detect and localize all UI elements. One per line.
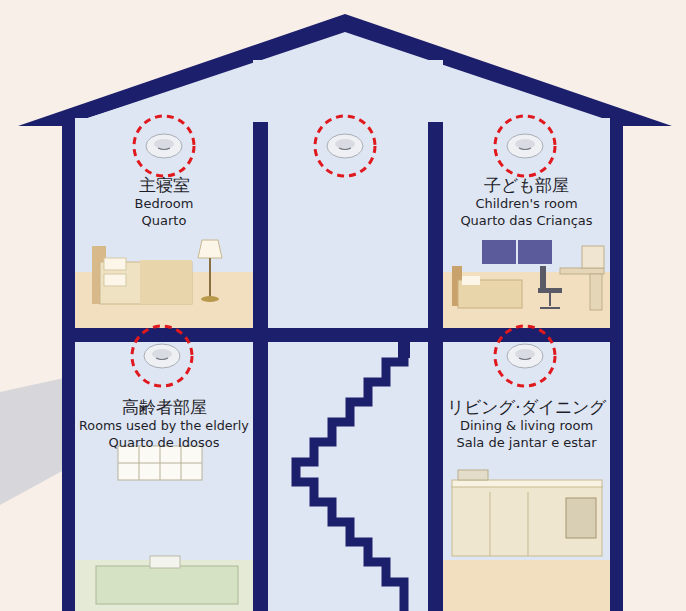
room-translation: Quarto das Crianças xyxy=(460,213,592,230)
stair-steps xyxy=(296,342,404,611)
roof xyxy=(18,14,672,126)
roof-interior xyxy=(70,32,620,124)
room-translation: Bedroom xyxy=(135,196,194,213)
room xyxy=(75,118,253,328)
smoke-detector xyxy=(495,116,555,176)
room-translation: Quarto de Idosos xyxy=(109,435,220,452)
gable xyxy=(253,60,268,122)
floor xyxy=(443,272,610,328)
floor xyxy=(443,560,610,611)
hallway xyxy=(268,118,428,328)
room-translation: Quarto xyxy=(142,213,187,230)
single-bed xyxy=(452,266,522,308)
futon xyxy=(96,556,238,604)
smoke-detector xyxy=(134,116,194,176)
room-translation: Children's room xyxy=(475,196,577,213)
house-walls xyxy=(62,118,623,611)
staircase xyxy=(296,342,404,611)
gable xyxy=(75,36,610,122)
double-bed xyxy=(92,246,192,304)
window xyxy=(482,240,552,264)
room xyxy=(443,342,610,611)
floor-lamp xyxy=(198,240,222,302)
room-name: 子ども部屋 xyxy=(484,174,569,196)
shoji-window xyxy=(118,446,202,480)
desk-and-chair xyxy=(538,246,604,310)
smoke-detector xyxy=(495,326,555,386)
smoke-detector xyxy=(132,326,192,386)
gable xyxy=(428,60,443,122)
room-translation: Rooms used by the elderly xyxy=(79,418,249,435)
room-label: リビング·ダイニングDining & living roomSala de ja… xyxy=(443,342,610,452)
room-name: リビング·ダイニング xyxy=(447,396,605,418)
room-label: 子ども部屋Children's roomQuarto das Crianças xyxy=(443,118,610,230)
room-name: 高齢者部屋 xyxy=(122,396,207,418)
room-label: 主寝室BedroomQuarto xyxy=(75,118,253,230)
room xyxy=(443,118,610,328)
smoke-detector xyxy=(315,116,375,176)
room-translation: Sala de jantar e estar xyxy=(457,435,597,452)
room-label: 高齢者部屋Rooms used by the elderlyQuarto de … xyxy=(75,342,253,452)
kitchen-counter xyxy=(452,470,602,556)
room xyxy=(75,342,253,611)
room-name: 主寝室 xyxy=(139,174,190,196)
room-translation: Dining & living room xyxy=(460,418,593,435)
stair-hall xyxy=(268,342,428,611)
callout-pointer xyxy=(0,378,64,505)
